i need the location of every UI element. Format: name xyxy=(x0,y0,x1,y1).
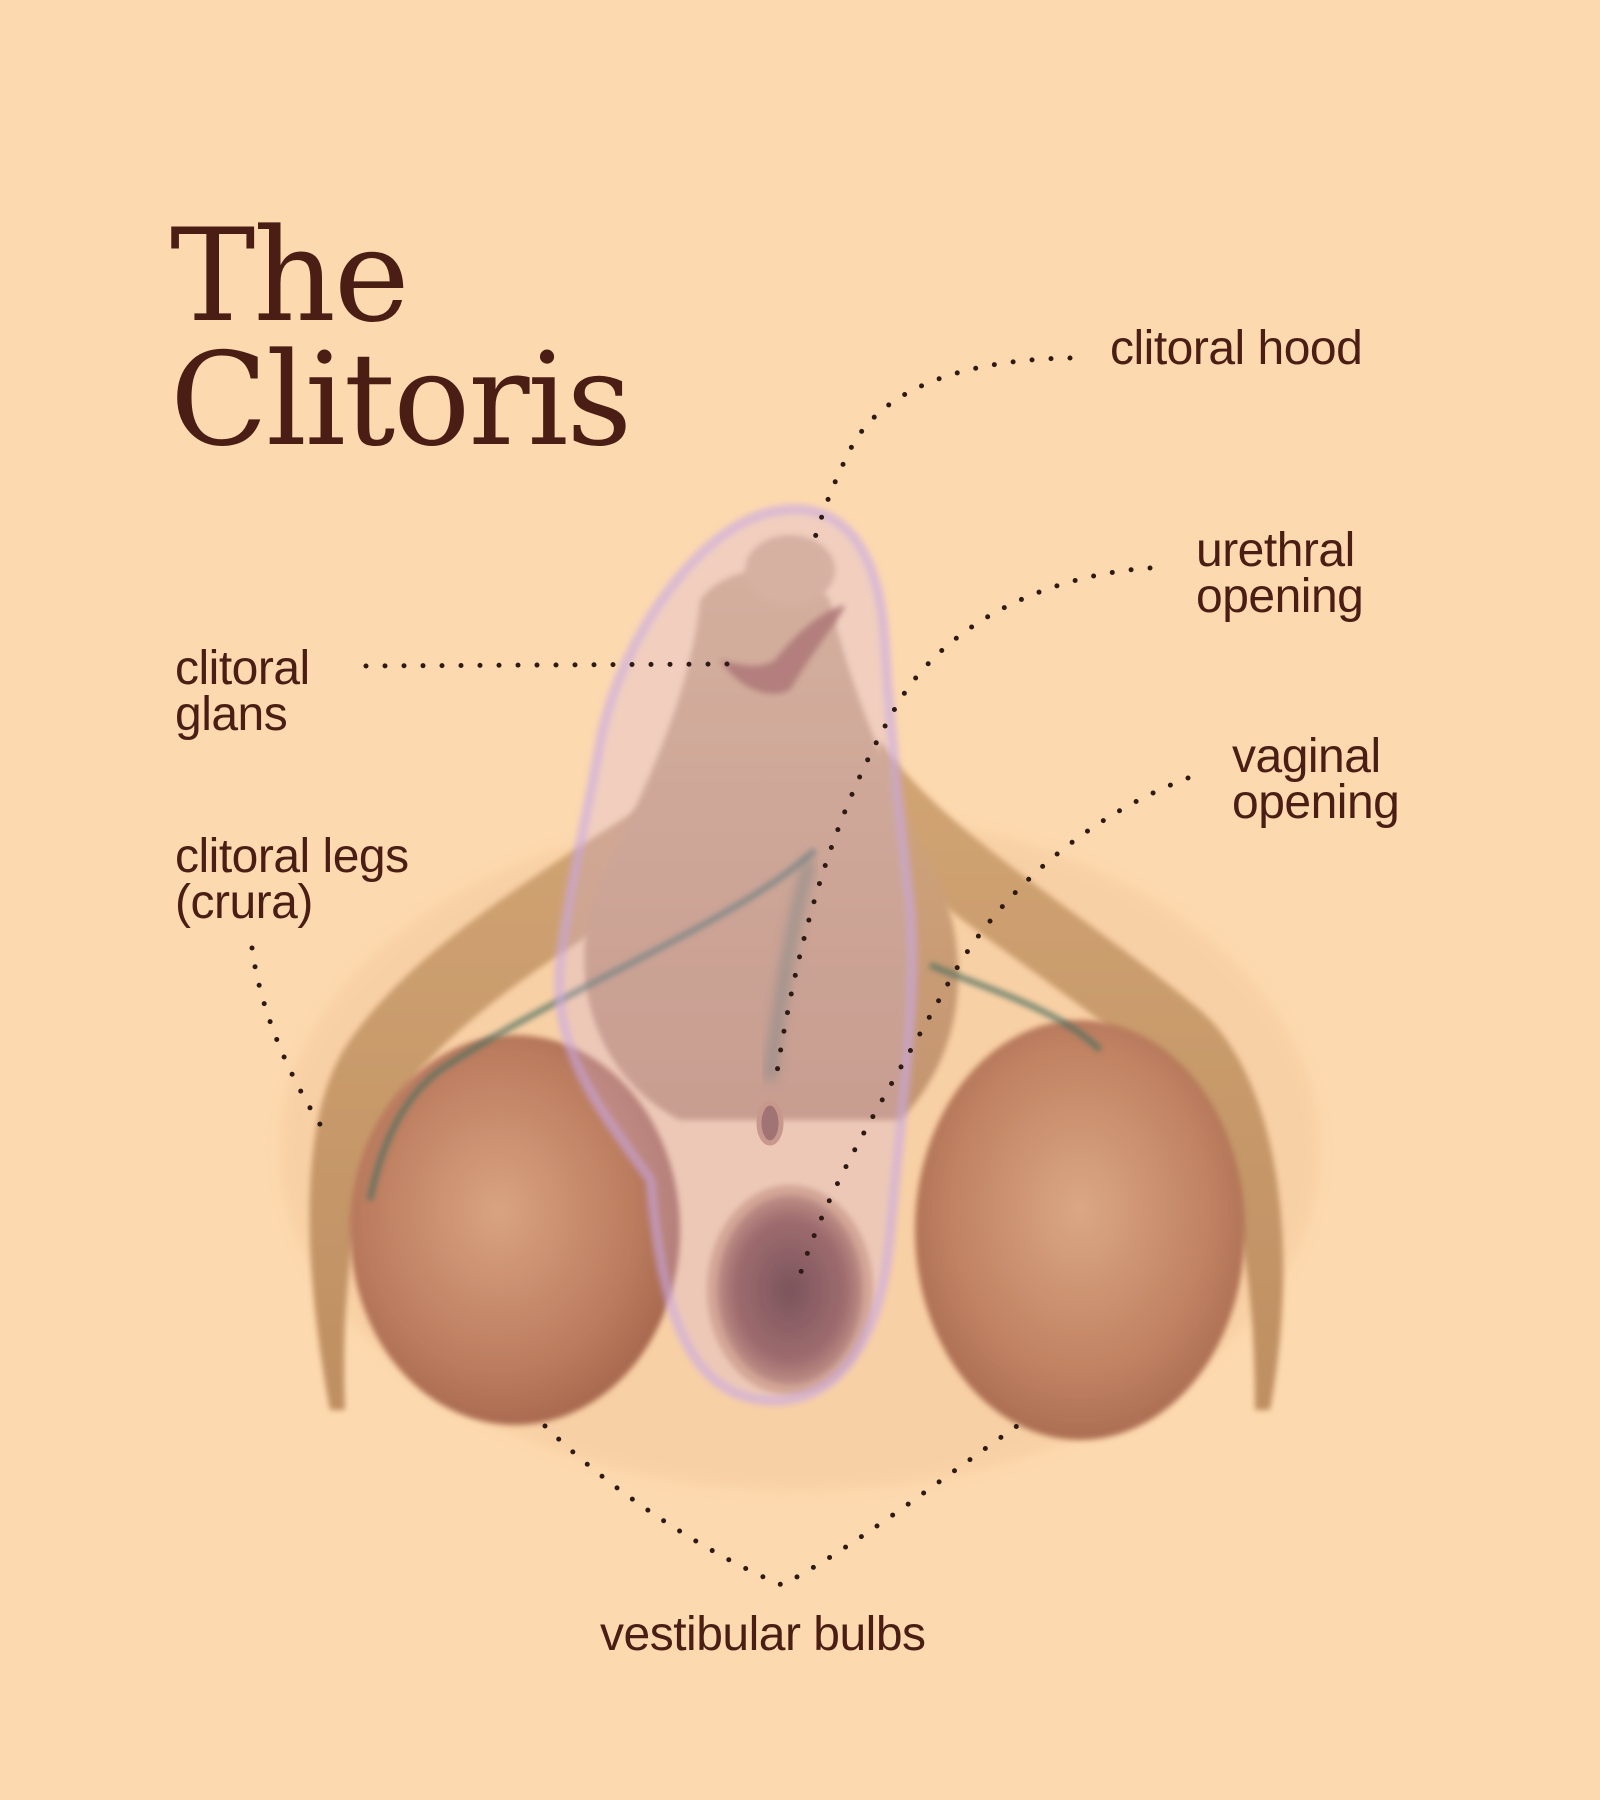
leader-clitoral-hood xyxy=(809,355,1073,551)
label-vestibular-bulbs-text: vestibular bulbs xyxy=(600,1608,926,1661)
right-vein xyxy=(928,962,1103,1053)
right-crus xyxy=(860,740,1284,1410)
leader-vaginal-opening xyxy=(797,775,1191,1278)
label-urethral-line-2: opening xyxy=(1196,570,1364,623)
label-vaginal-line-2: opening xyxy=(1232,776,1400,829)
label-vaginal-line-1: vaginal xyxy=(1232,730,1381,783)
leader-vestibular-bulbs xyxy=(542,1423,1020,1588)
label-urethral-opening: urethral opening xyxy=(1196,524,1364,623)
leader-clitoral-glans xyxy=(363,661,733,669)
label-glans-line-1: clitoral xyxy=(175,642,310,695)
label-clitoral-hood: clitoral hood xyxy=(1110,322,1363,375)
label-legs-line-1: clitoral legs xyxy=(175,830,409,883)
leader-lines xyxy=(249,355,1191,1588)
label-vestibular-bulbs: vestibular bulbs xyxy=(600,1608,926,1661)
right-vestibular-bulb xyxy=(915,1020,1245,1440)
clitoral-hood-overlay xyxy=(553,503,918,1407)
title-line-1: The xyxy=(170,202,410,351)
page-title: The Clitoris xyxy=(170,202,632,475)
label-vaginal-opening: vaginal opening xyxy=(1232,730,1400,829)
label-clitoral-glans: clitoral glans xyxy=(175,642,310,741)
leader-urethral-opening xyxy=(772,565,1153,1088)
title-line-2: Clitoris xyxy=(170,326,632,475)
label-urethral-line-1: urethral xyxy=(1196,524,1355,577)
left-vestibular-bulb xyxy=(350,1035,680,1425)
label-glans-line-2: glans xyxy=(175,688,288,741)
label-legs-line-2: (crura) xyxy=(175,876,313,929)
label-clitoral-legs: clitoral legs (crura) xyxy=(175,830,409,929)
label-clitoral-hood-text: clitoral hood xyxy=(1110,322,1363,375)
